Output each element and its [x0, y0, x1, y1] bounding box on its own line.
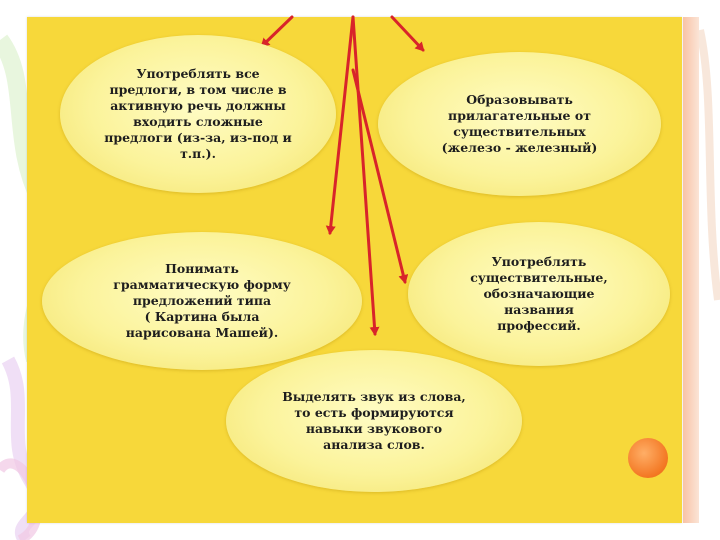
ellipse-adjectives: Образовывать прилагательные от существит… [378, 52, 661, 196]
ellipse-prepositions: Употреблять все предлоги, в том числе в … [60, 35, 336, 193]
node-text-prepositions: Употреблять все предлоги, в том числе в … [104, 66, 292, 161]
ellipse-sound: Выделять звук из слова, то есть формирую… [226, 350, 522, 492]
node-text-grammar: Понимать грамматическую форму предложени… [113, 261, 291, 340]
node-text-sound: Выделять звук из слова, то есть формирую… [282, 389, 466, 452]
slide-side-strip [683, 17, 699, 523]
node-text-professions: Употреблять существительные, обозначающи… [470, 254, 608, 333]
node-text-adjectives: Образовывать прилагательные от существит… [441, 92, 598, 155]
decorative-orange-dot [628, 438, 668, 478]
ellipse-grammar: Понимать грамматическую форму предложени… [42, 232, 362, 370]
ellipse-professions: Употреблять существительные, обозначающи… [408, 222, 670, 366]
